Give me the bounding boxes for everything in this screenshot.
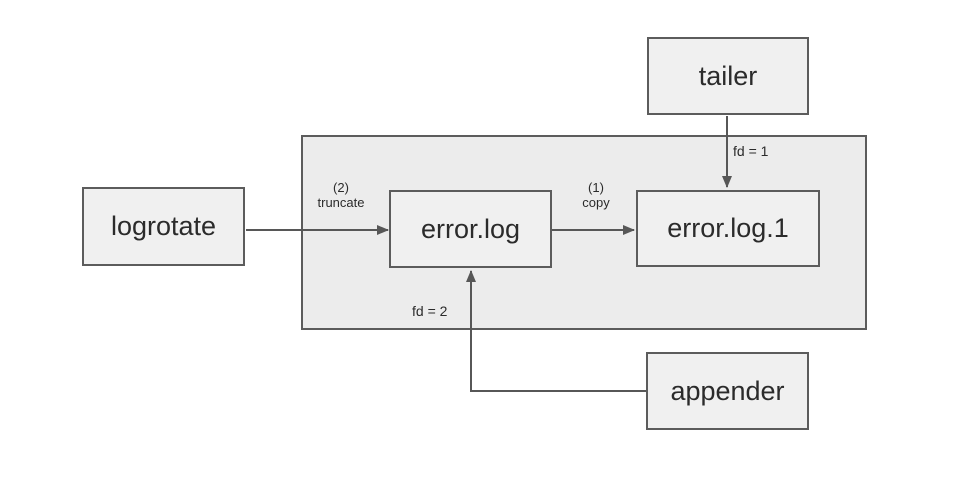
edge-label-copy-step: (1) xyxy=(588,180,604,195)
edge-label-copy: (1) copy xyxy=(582,180,609,210)
node-appender-label: appender xyxy=(670,375,785,406)
edge-label-truncate-text: truncate xyxy=(317,195,365,210)
edge-label-fd2: fd = 2 xyxy=(412,303,448,319)
node-error-log: error.log xyxy=(389,190,552,268)
node-error-log-label: error.log xyxy=(420,213,521,244)
node-tailer-label: tailer xyxy=(698,60,758,91)
node-error-log-1: error.log.1 xyxy=(636,190,820,267)
node-appender: appender xyxy=(646,352,809,430)
edge-label-truncate-step: (2) xyxy=(333,180,349,195)
node-tailer: tailer xyxy=(647,37,809,115)
node-error-log-1-label: error.log.1 xyxy=(667,213,789,243)
edge-label-copy-text: copy xyxy=(582,195,610,210)
node-logrotate: logrotate xyxy=(82,187,245,266)
edge-label-truncate: (2) truncate xyxy=(318,180,365,210)
edge-label-fd1: fd = 1 xyxy=(733,143,769,159)
node-logrotate-label: logrotate xyxy=(110,211,217,241)
